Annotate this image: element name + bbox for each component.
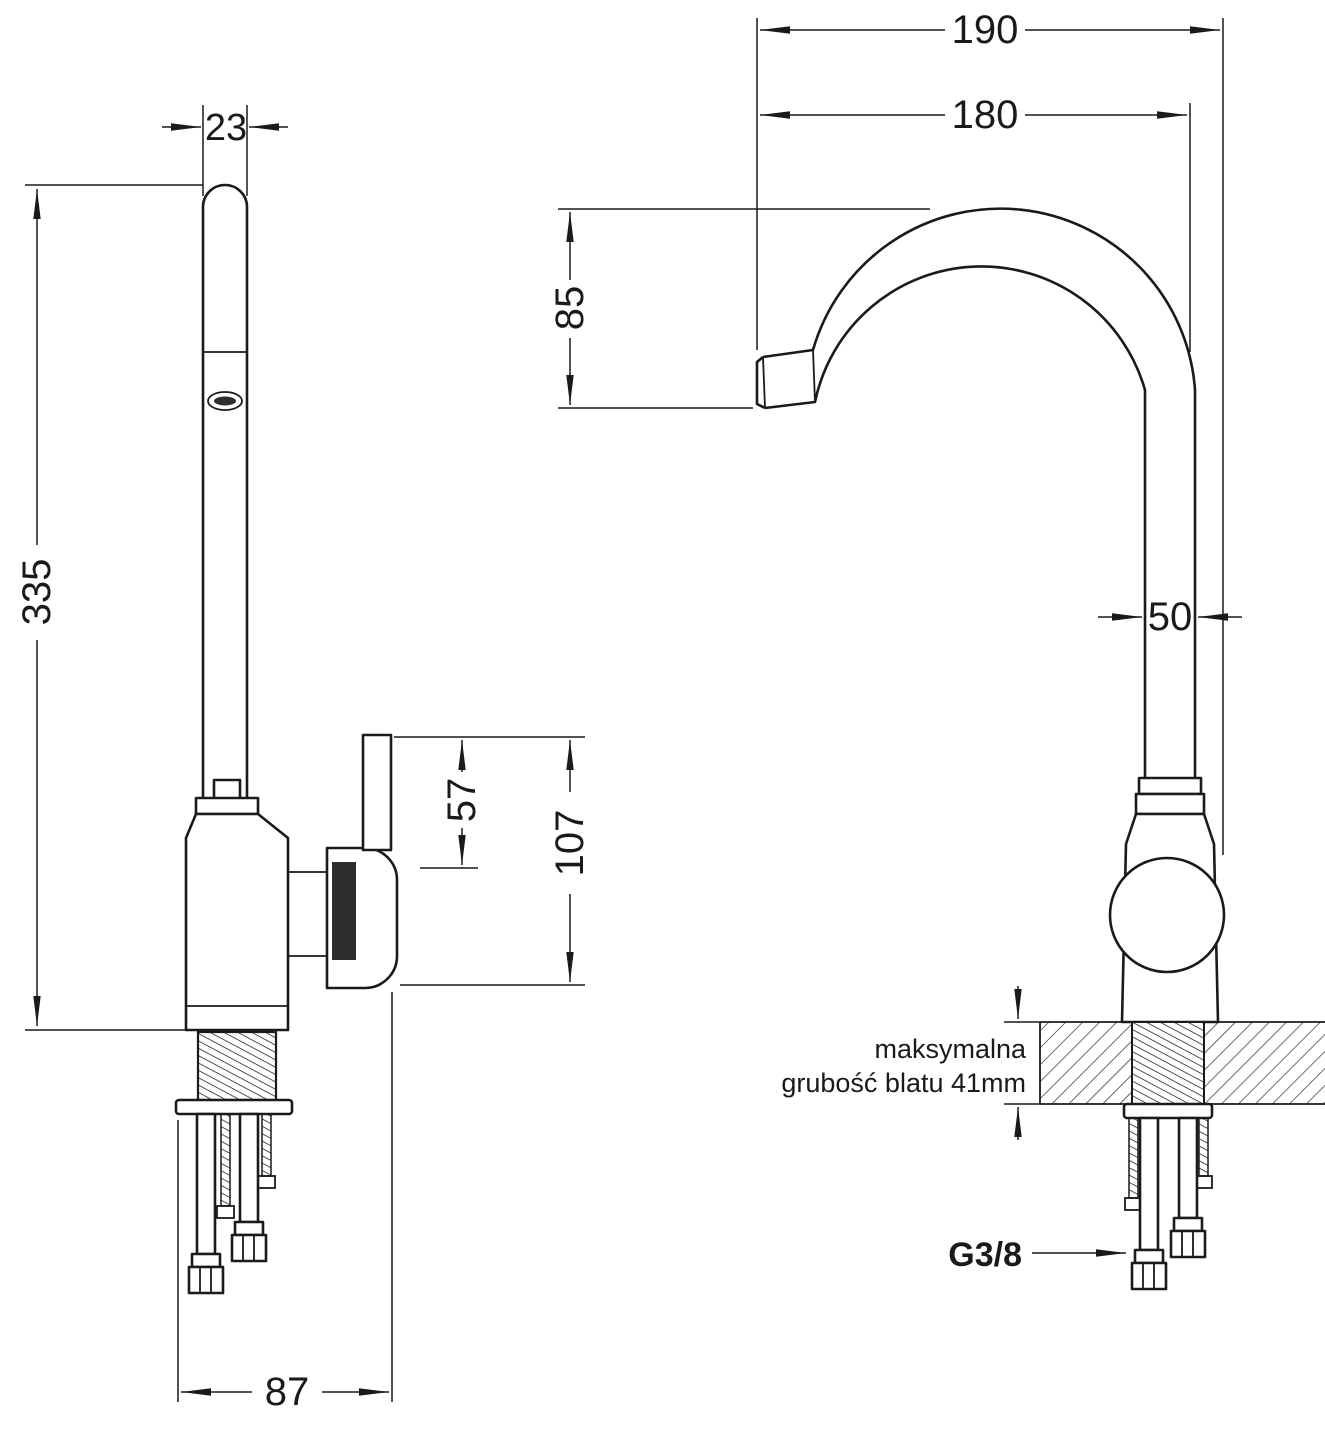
side-fittings [187,1112,276,1295]
thread-size-callout: G3/8 [948,1236,1126,1274]
front-view: maksymalna grubość blatu 41mm [548,8,1325,1291]
gooseneck-spout [755,207,1197,779]
dim-pipe-width: 50 [1098,595,1242,639]
supply-hose [238,1112,260,1224]
dim-label-335: 335 [15,559,59,626]
handle-lever [361,733,393,852]
side-view: 23 335 57 107 [15,105,592,1414]
mounting-stud [1128,1117,1139,1199]
counter-note-line1: maksymalna [874,1034,1027,1064]
mounting-stud [261,1113,272,1177]
dim-base-width: 87 [177,992,393,1414]
hex-nut [1130,1261,1168,1291]
mounting-stud [1198,1117,1209,1177]
dim-reach-inner: 180 [760,93,1191,352]
hex-nut [230,1233,268,1263]
countertop-slab [1039,1021,1325,1120]
dim-spout-width: 23 [162,105,288,196]
thread-size-label: G3/8 [948,1236,1022,1274]
side-spout-pipe [201,183,249,812]
handle-mount-shadow [332,862,356,960]
front-shank [1131,1021,1205,1105]
supply-hose [195,1112,217,1256]
hex-nut [1169,1229,1207,1259]
mounting-stud [220,1113,231,1207]
supply-hose [1138,1116,1160,1252]
counter-note-line2: grubość blatu 41mm [781,1068,1026,1098]
dim-label-50: 50 [1148,595,1193,639]
dim-spout-drop: 85 [548,208,930,409]
counter-thickness-note: maksymalna grubość blatu 41mm [781,986,1040,1140]
dim-label-107: 107 [548,810,592,877]
dim-label-85: 85 [548,286,592,331]
aerator-icon [207,391,243,411]
side-faucet-body [184,778,327,1032]
front-fittings [1124,1116,1213,1291]
hex-nut [187,1265,225,1295]
dim-reach-outer: 190 [756,8,1224,855]
side-shank [174,1030,294,1116]
dim-handle-height: 107 [400,740,592,986]
dim-label-23: 23 [205,107,247,149]
dim-lever-height: 57 [394,736,585,869]
handle-knob [1108,856,1226,974]
dim-label-180: 180 [952,93,1019,137]
side-handle [325,733,399,990]
dim-label-87: 87 [265,1370,310,1414]
front-faucet-body [1108,776,1226,1024]
mounting-washer [174,1098,294,1116]
spout-tip [755,356,766,410]
supply-hose [1177,1116,1199,1220]
mounting-washer [1122,1102,1214,1120]
dim-label-57: 57 [440,778,484,823]
dim-label-190: 190 [952,8,1019,52]
dim-total-height: 335 [15,184,203,1031]
